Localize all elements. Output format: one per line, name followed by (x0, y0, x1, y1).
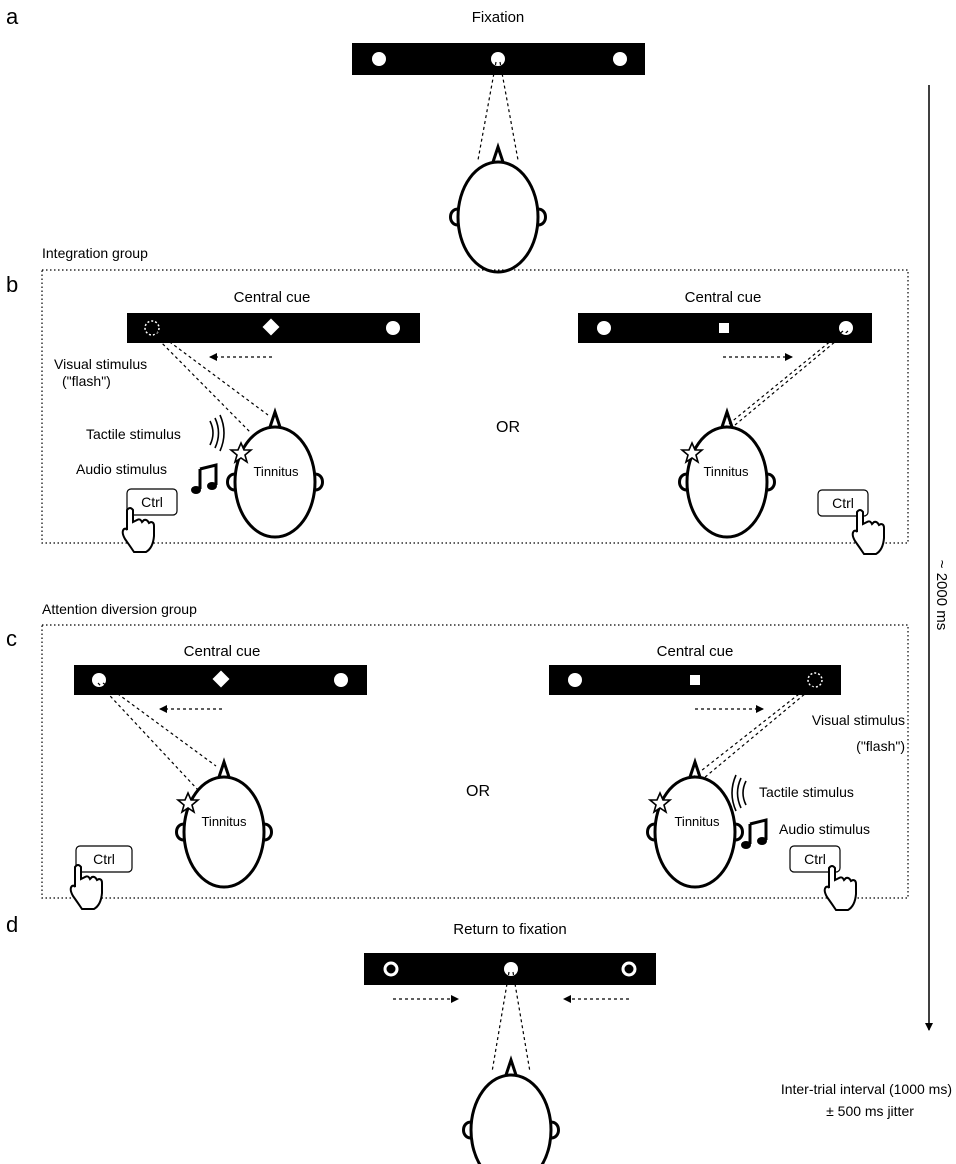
panel-b-audio-label: Audio stimulus (76, 461, 167, 477)
panel-b-cue-right-label: Central cue (685, 289, 762, 306)
participant-head-d (462, 1058, 560, 1164)
panel-c-screen-right (549, 665, 841, 695)
timeline-duration-label: ~ 2000 ms (933, 560, 950, 630)
panel-c-visual-label-2: ("flash") (856, 738, 905, 754)
panel-c-cue-left-label: Central cue (184, 643, 261, 660)
panel-c-tinnitus-left: Tinnitus (201, 814, 247, 829)
panel-a-letter: a (6, 4, 19, 29)
panel-b-screen-left (127, 313, 420, 343)
pointing-hand-icon (851, 509, 885, 555)
iti-label-1: Inter-trial interval (1000 ms) (781, 1081, 952, 1097)
panel-c-key-left-label: Ctrl (93, 851, 115, 867)
participant-head-a (449, 145, 547, 274)
panel-c-key-right-label: Ctrl (804, 851, 826, 867)
panel-c-frame (41, 624, 909, 899)
panel-c-tinnitus-right: Tinnitus (674, 814, 720, 829)
panel-b-tinnitus-left: Tinnitus (253, 464, 299, 479)
tactile-waves-icon (731, 774, 747, 812)
panel-c-cue-right-label: Central cue (657, 643, 734, 660)
panel-d-title: Return to fixation (453, 921, 566, 938)
panel-c-tactile-label: Tactile stimulus (759, 784, 854, 800)
panel-a-title: Fixation (472, 9, 525, 26)
music-note-icon (739, 818, 769, 851)
panel-b-group-label: Integration group (42, 245, 148, 261)
panel-c-visual-label-1: Visual stimulus (812, 712, 905, 728)
panel-b-frame (41, 269, 909, 544)
panel-b-visual-label-1: Visual stimulus (54, 356, 147, 372)
return-screen (364, 953, 656, 985)
iti-label-2: ± 500 ms jitter (826, 1103, 914, 1119)
panel-b-key-left-label: Ctrl (141, 494, 163, 510)
panel-b-key-right-label: Ctrl (832, 495, 854, 511)
panel-b-letter: b (6, 272, 18, 297)
panel-b-tactile-label: Tactile stimulus (86, 426, 181, 442)
panel-c-key-right (789, 845, 841, 873)
panel-b-key-left (126, 488, 178, 516)
fixation-screen (352, 43, 645, 75)
pointing-hand-icon (823, 865, 857, 911)
panel-b-cue-left-label: Central cue (234, 289, 311, 306)
panel-b-screen-right (578, 313, 872, 343)
panel-c-screen-left (74, 665, 367, 695)
panel-c-or: OR (466, 783, 490, 800)
panel-b-key-right (817, 489, 869, 517)
panel-c-key-left (75, 845, 133, 873)
panel-b-or: OR (496, 419, 520, 436)
music-note-icon (189, 463, 219, 496)
panel-b-tinnitus-right: Tinnitus (703, 464, 749, 479)
panel-c-letter: c (6, 626, 17, 651)
panel-b-visual-label-2: ("flash") (62, 373, 111, 389)
tactile-waves-icon (209, 414, 225, 452)
panel-c-group-label: Attention diversion group (42, 601, 197, 617)
panel-d-letter: d (6, 912, 18, 937)
panel-c-audio-label: Audio stimulus (779, 821, 870, 837)
